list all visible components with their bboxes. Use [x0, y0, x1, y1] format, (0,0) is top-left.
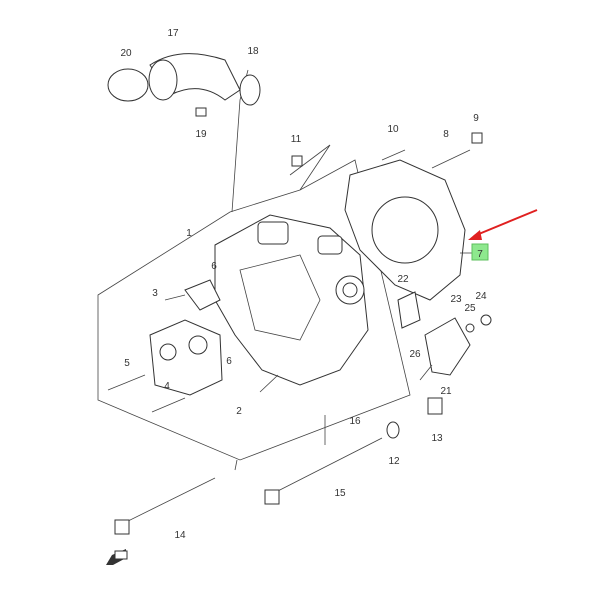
- highlighted-part-7[interactable]: [471, 243, 489, 261]
- label-4: 4: [164, 381, 170, 392]
- label-26: 26: [409, 349, 421, 360]
- cylinder-head: [214, 214, 369, 386]
- label-21: 21: [440, 386, 452, 397]
- label-11: 11: [291, 134, 302, 145]
- label-18: 18: [247, 46, 259, 57]
- label-9: 9: [473, 113, 479, 124]
- label-24: 24: [475, 291, 487, 302]
- label-6a: 6: [211, 261, 217, 272]
- label-1: 1: [186, 228, 192, 239]
- head-gasket: [344, 159, 466, 301]
- label-6b: 6: [226, 356, 232, 367]
- label-16: 16: [349, 416, 361, 427]
- label-13: 13: [431, 433, 443, 444]
- assembly-outline: [97, 159, 411, 461]
- hose-clamp: [107, 68, 149, 102]
- o-ring: [239, 74, 261, 106]
- label-5: 5: [124, 358, 130, 369]
- label-7: 7: [477, 249, 483, 260]
- label-22: 22: [397, 274, 409, 285]
- cam-holder: [149, 279, 223, 396]
- red-arrow-icon: [468, 209, 538, 240]
- bolts: [107, 132, 492, 535]
- label-17: 17: [167, 28, 179, 39]
- intake-pipe: [107, 53, 261, 117]
- thermostat: [397, 291, 421, 329]
- thermostat-housing: [424, 317, 471, 376]
- label-14: 14: [174, 530, 186, 541]
- label-23: 23: [450, 294, 462, 305]
- bolt-19: [195, 107, 207, 117]
- label-8: 8: [443, 129, 449, 140]
- label-19: 19: [195, 129, 207, 140]
- label-25: 25: [464, 303, 476, 314]
- label-20: 20: [120, 48, 132, 59]
- label-3: 3: [152, 288, 158, 299]
- label-10: 10: [387, 124, 399, 135]
- label-15: 15: [334, 488, 346, 499]
- label-2: 2: [236, 406, 242, 417]
- fwd-arrow-icon: [106, 549, 128, 565]
- label-12: 12: [388, 456, 400, 467]
